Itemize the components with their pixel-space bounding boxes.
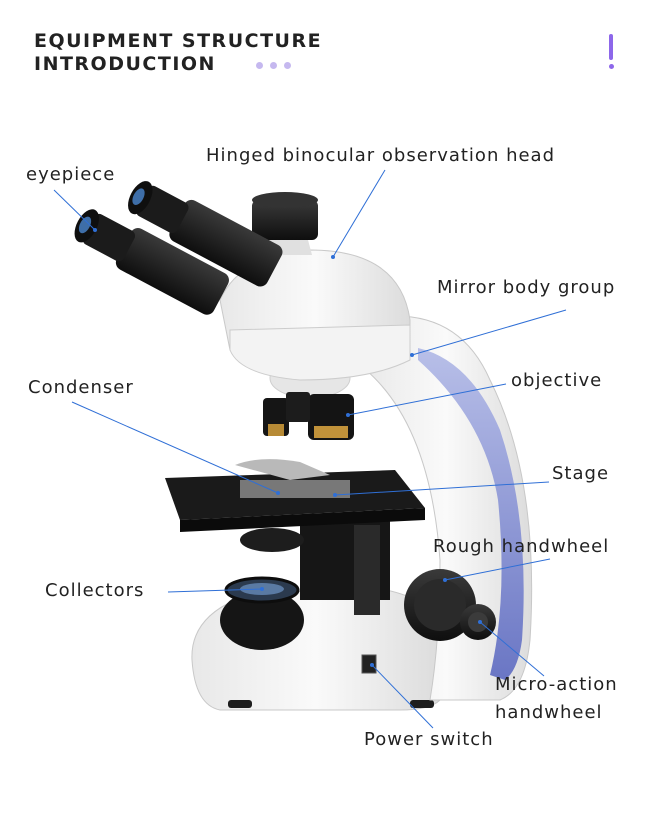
label-rough-handwheel: Rough handwheel [433,536,610,557]
label-objective: objective [511,370,603,391]
label-collectors: Collectors [45,580,145,601]
label-micro-action-line-1: Micro-action [495,674,618,695]
page-title-line-1: EQUIPMENT STRUCTURE [34,30,323,52]
label-observation-head: Hinged binocular observation head [206,145,556,166]
accent-bar [609,34,613,60]
label-stage: Stage [552,463,610,484]
accent-dot [609,64,614,69]
label-micro-action-line-2: handwheel [495,702,603,723]
label-condenser: Condenser [28,377,134,398]
decor-dot [270,62,277,69]
label-mirror-body-group: Mirror body group [437,277,616,298]
decor-dot [284,62,291,69]
label-power-switch: Power switch [364,729,494,750]
page-title-line-2: INTRODUCTION [34,53,216,75]
label-eyepiece: eyepiece [26,164,116,185]
decor-dot [256,62,263,69]
